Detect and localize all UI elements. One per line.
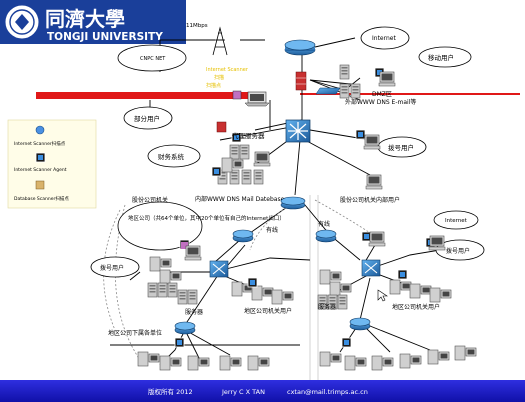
- svg-text:扫描点: 扫描点: [206, 82, 221, 89]
- region-org-users-left-label: 地区公司机关用户: [244, 307, 292, 315]
- right-region-devices: [317, 231, 452, 310]
- dmz-label: DMZ区: [372, 91, 392, 98]
- cloud-some-users: 部分用户: [123, 106, 173, 130]
- mid-router-right-icon: [315, 229, 337, 243]
- cloud-region-company: 地区公司（共64个单位，其中20个单位有自己的Internet出口）: [117, 201, 285, 251]
- svg-text:拨号用户: 拨号用户: [100, 264, 124, 272]
- proxy-server-icon: [216, 121, 250, 160]
- core-switch-icon: [285, 119, 311, 143]
- server-right-label: 服务器: [318, 303, 336, 311]
- antenna-icon: [212, 26, 228, 56]
- left-region-switch-icon: [209, 260, 229, 278]
- legend-item-2: Internet Scanner Agent: [14, 167, 67, 173]
- internal-services-label: 内部WWW DNS Mail Datebase: [195, 195, 285, 203]
- logo-chinese: 同濟大學: [45, 7, 125, 31]
- sub-unit-switch-left-icon: [174, 321, 196, 335]
- mid-router-left-icon: [232, 229, 254, 243]
- footer-email: cxtan@mail.trimps.ac.cn: [287, 388, 368, 396]
- svg-text:拨号用户: 拨号用户: [446, 247, 470, 255]
- sub-unit-workstations: [137, 337, 477, 371]
- region-sub-units-label: 地区公司下属各单位: [108, 329, 162, 337]
- cloud-internet-top: Internet: [360, 26, 410, 50]
- svg-text:扫描: 扫描: [214, 74, 224, 81]
- proxy-server-label: 代理服务器: [232, 131, 265, 140]
- legend-scanner-point-icon: [35, 125, 45, 135]
- footer-author: Jerry C X TAN: [221, 388, 265, 396]
- legend-item-3: Database Scanner扫描点: [14, 195, 69, 202]
- svg-text:Internet: Internet: [372, 35, 396, 42]
- server-left-label: 服务器: [185, 308, 203, 316]
- cloud-internet-right: Internet: [433, 210, 479, 230]
- footer-bar: 版权所有 2012 Jerry C X TAN cxtan@mail.trimp…: [0, 380, 525, 402]
- cloud-dialup-top: 拨号用户: [377, 136, 427, 158]
- guide-lines: [309, 195, 319, 385]
- hq-users-workstation: [365, 174, 383, 190]
- left-region-devices: [147, 239, 294, 305]
- svg-text:拨号用户: 拨号用户: [388, 143, 414, 152]
- svg-text:财务系统: 财务系统: [158, 152, 185, 161]
- svg-text:部分用户: 部分用户: [134, 114, 160, 123]
- svg-text:移动用户: 移动用户: [428, 53, 454, 62]
- right-region-switch-icon: [361, 259, 381, 277]
- legend-agent-icon: [35, 152, 46, 163]
- database-scanner-mark: [232, 90, 242, 100]
- svg-text:Internet: Internet: [445, 218, 468, 224]
- legend: Internet Scanner扫描点 Internet Scanner Age…: [7, 119, 97, 209]
- cloud-mobile-users: 移动用户: [418, 46, 472, 68]
- logo-english: TONGJI UNIVERSITY: [47, 31, 163, 43]
- firewall-icon: [295, 71, 307, 91]
- cloud-dialup-left: 拨号用户: [90, 256, 140, 278]
- link-speed-label: 11Mbps: [186, 23, 208, 29]
- footer-copyright: 版权所有 2012: [148, 387, 193, 396]
- backbone-line-right: [300, 93, 520, 95]
- dmz-services-label: 外部WWW DNS E-mail等: [345, 98, 416, 106]
- laptop-icon: [244, 91, 270, 107]
- svg-text:地区公司（共64个单位，其中20个单位有自己的Interne: 地区公司（共64个单位，其中20个单位有自己的Internet出口）: [128, 214, 285, 222]
- region-org-users-right-label: 地区公司机关用户: [392, 303, 440, 311]
- scanner-note: Internet Scanner 扫描 扫描点: [206, 67, 249, 89]
- dmz-switch-icon: [315, 87, 341, 95]
- dialup-top-workstation: [355, 129, 381, 150]
- sub-unit-switch-right-icon: [349, 317, 371, 331]
- svg-text:CNPC NET: CNPC NET: [140, 56, 166, 62]
- legend-db-scanner-icon: [35, 180, 45, 190]
- legend-item-1: Internet Scanner扫描点: [14, 140, 66, 147]
- cloud-cnpc: CNPC NET: [117, 44, 187, 72]
- backbone-bar: [36, 92, 266, 99]
- mouse-cursor-icon: [377, 289, 388, 302]
- hq-org-label: 股份公司机关: [132, 196, 168, 204]
- wired-label-right: 有线: [318, 220, 330, 228]
- header-banner: 同濟大學 TONGJI UNIVERSITY: [0, 0, 186, 44]
- mid-router-center-icon: [280, 196, 306, 210]
- svg-text:Internet Scanner: Internet Scanner: [206, 67, 249, 73]
- cloud-finance: 财务系统: [147, 144, 201, 168]
- hq-internal-users-label: 股份公司机关内部用户: [340, 196, 400, 204]
- wired-label-left: 有线: [266, 226, 278, 234]
- router-top-icon: [284, 39, 316, 56]
